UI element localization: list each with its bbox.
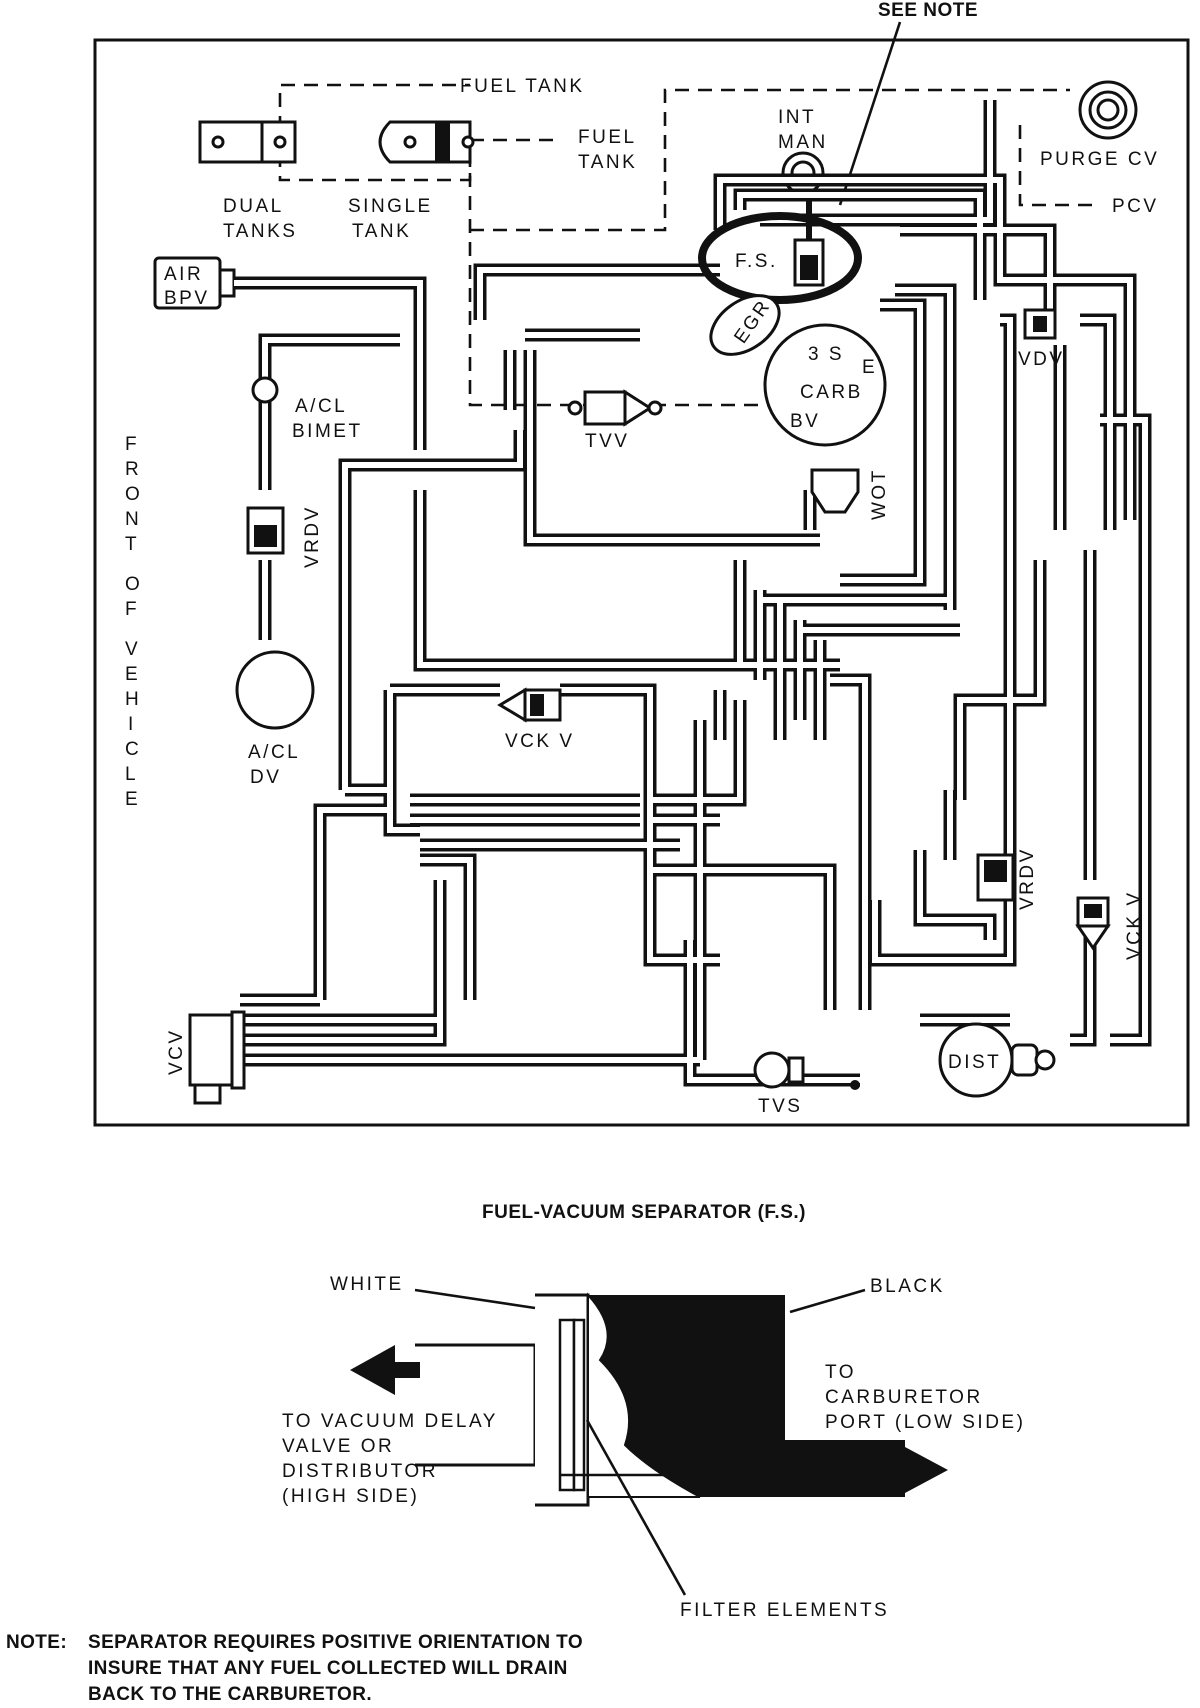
filter-elements-leader xyxy=(585,1419,687,1596)
side-letter: R xyxy=(125,459,141,480)
tvs-switch xyxy=(753,1051,860,1090)
separator-title: FUEL-VACUUM SEPARATOR (F.S.) xyxy=(482,1202,806,1223)
note-prefix: NOTE: xyxy=(6,1632,67,1653)
distributor xyxy=(938,1022,1056,1098)
purge-cv-label: PURGE CV xyxy=(1040,149,1159,170)
to-carb-line-1: TO xyxy=(825,1362,856,1383)
note-line-3: BACK TO THE CARBURETOR. xyxy=(88,1684,372,1705)
fuel-tank-dual-label: FUEL TANK xyxy=(460,76,585,97)
fuel-vapor-lines xyxy=(278,83,1095,407)
to-carb-line-2: CARBURETOR xyxy=(825,1387,983,1408)
single-tank-label: SINGLE xyxy=(348,196,433,217)
vacuum-hose-bores xyxy=(230,100,1148,1083)
acl-dv-diaphragm xyxy=(235,650,315,730)
side-letter: L xyxy=(125,764,138,785)
arrow-left-shaft xyxy=(395,1362,420,1378)
pcv-label: PCV xyxy=(1112,196,1159,217)
dual-tanks-bracket xyxy=(198,120,297,164)
side-letter: F xyxy=(125,599,139,620)
side-letter: E xyxy=(125,789,140,810)
air-bpv-label: AIR xyxy=(164,264,203,285)
tvv-valve xyxy=(567,389,663,427)
fs-label: F.S. xyxy=(735,251,778,272)
side-letter: E xyxy=(125,664,140,685)
acl-dv-label: A/CL xyxy=(248,742,300,763)
single-tank-label-2: TANK xyxy=(352,221,411,242)
side-letter: V xyxy=(125,639,140,660)
to-vacuum-line-1: TO VACUUM DELAY xyxy=(282,1411,498,1432)
dual-tanks-label: DUAL xyxy=(223,196,284,217)
side-letter: O xyxy=(125,484,142,505)
tvv-label: TVV xyxy=(585,431,629,452)
side-letter: N xyxy=(125,509,141,530)
fuel-tank-single-label-2: TANK xyxy=(578,152,637,173)
fuel-separator xyxy=(698,200,862,304)
acl-dv-label-2: DV xyxy=(250,767,281,788)
single-tank-bracket xyxy=(378,120,475,164)
int-man-label: INT xyxy=(778,107,816,128)
side-letter: O xyxy=(125,574,142,595)
wot-switch xyxy=(810,468,860,514)
acl-bimet-sensor xyxy=(251,376,279,404)
arrow-left-icon xyxy=(350,1345,395,1395)
acl-bimet-label-2: BIMET xyxy=(292,421,363,442)
tvs-label: TVS xyxy=(758,1096,802,1117)
vck-v-middle-label: VCK V xyxy=(505,731,575,752)
diagram-frame xyxy=(93,38,1190,1127)
white-leader xyxy=(414,1288,536,1310)
dual-tanks-label-2: TANKS xyxy=(223,221,297,242)
purge-cv-valve xyxy=(1078,80,1138,140)
note-line-2: INSURE THAT ANY FUEL COLLECTED WILL DRAI… xyxy=(88,1658,568,1679)
vck-v-middle-valve xyxy=(497,687,562,723)
to-vacuum-line-4: (HIGH SIDE) xyxy=(282,1486,419,1507)
vdv-label: VDV xyxy=(1018,349,1065,370)
white-label: WHITE xyxy=(330,1274,404,1295)
carb-bv-label: BV xyxy=(790,411,820,432)
separator-cutaway xyxy=(415,1292,905,1507)
side-letter: F xyxy=(125,434,139,455)
to-vacuum-line-2: VALVE OR xyxy=(282,1436,394,1457)
fuel-tank-single-label: FUEL xyxy=(578,127,637,148)
see-note-label: SEE NOTE xyxy=(878,0,978,21)
filter-elements-label: FILTER ELEMENTS xyxy=(680,1600,889,1621)
wot-label: WOT xyxy=(869,468,890,520)
vrdv-right-valve xyxy=(976,853,1015,902)
acl-bimet-label: A/CL xyxy=(295,396,347,417)
vck-v-right-label: VCK V xyxy=(1124,890,1145,960)
carburetor xyxy=(763,323,887,447)
vrdv-left-valve xyxy=(246,506,285,555)
int-man-label-2: MAN xyxy=(778,132,828,153)
side-letter: I xyxy=(128,714,136,735)
side-letter: C xyxy=(125,739,141,760)
carb-label: CARB xyxy=(800,382,863,403)
carb-e-label: E xyxy=(862,357,877,378)
air-bpv-label-2: BPV xyxy=(164,288,210,309)
vck-v-right-valve xyxy=(1075,896,1111,951)
vcv-valve xyxy=(188,1010,246,1105)
arrow-right-icon xyxy=(905,1447,948,1493)
vcv-label: VCV xyxy=(166,1028,187,1075)
vrdv-right-label: VRDV xyxy=(1017,847,1038,910)
black-label: BLACK xyxy=(870,1276,945,1297)
air-bpv-valve xyxy=(153,256,236,310)
to-carb-line-3: PORT (LOW SIDE) xyxy=(825,1412,1025,1433)
vdv-valve xyxy=(1023,308,1057,340)
intake-manifold-port xyxy=(781,151,825,195)
side-letter: H xyxy=(125,689,141,710)
carb-3s-label: 3 S xyxy=(808,344,844,365)
front-of-vehicle-label: F R O N T O F V E H I C L E xyxy=(125,434,142,810)
black-leader xyxy=(789,1288,866,1314)
dist-label: DIST xyxy=(948,1052,1001,1073)
side-letter: T xyxy=(125,534,139,555)
note-line-1: SEPARATOR REQUIRES POSITIVE ORIENTATION … xyxy=(88,1632,583,1653)
vrdv-left-label: VRDV xyxy=(302,505,323,568)
to-vacuum-line-3: DISTRIBUTOR xyxy=(282,1461,438,1482)
egr-valve xyxy=(709,294,781,356)
